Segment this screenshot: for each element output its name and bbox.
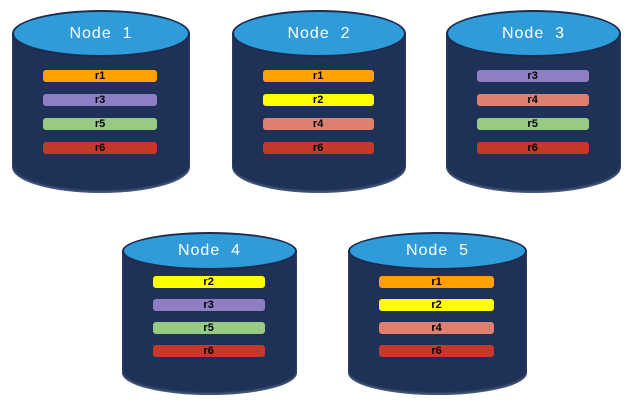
replica-bar: r1 — [378, 275, 495, 289]
node-1-cylinder-top: Node 1 — [12, 10, 190, 57]
node-1-replica-list: r1 r3 r5 r6 — [42, 69, 158, 155]
node-4-replica-list: r2 r3 r5 r6 — [151, 275, 266, 358]
node-1-cylinder-body — [12, 33, 190, 193]
node-5-replica-list: r1 r2 r4 r6 — [378, 275, 495, 358]
replica-bar: r1 — [42, 69, 158, 83]
replica-bar: r5 — [475, 117, 590, 131]
node-4-cylinder-top: Node 4 — [122, 232, 297, 270]
replica-bar: r2 — [151, 275, 266, 289]
node-3-title: Node 3 — [501, 24, 566, 42]
node-5-cylinder-top: Node 5 — [348, 232, 527, 270]
node-3-cylinder-top: Node 3 — [446, 10, 621, 57]
replica-bar: r5 — [151, 321, 266, 335]
node-5-title: Node 5 — [405, 242, 470, 259]
node-2-cylinder-body — [232, 33, 406, 193]
replica-bar: r6 — [42, 141, 158, 155]
replica-bar: r6 — [261, 141, 375, 155]
node-4-title: Node 4 — [177, 242, 242, 259]
node-5-cylinder: Node 5 r1 r2 r4 r6 — [348, 232, 527, 395]
replica-bar: r3 — [151, 298, 266, 312]
node-2-cylinder: Node 2 r1 r2 r4 r6 — [232, 10, 406, 193]
replica-bar: r4 — [475, 93, 590, 107]
replica-bar: r2 — [378, 298, 495, 312]
node-3-cylinder: Node 3 r3 r4 r5 r6 — [446, 10, 621, 193]
replica-bar: r4 — [261, 117, 375, 131]
replica-bar: r4 — [378, 321, 495, 335]
replica-bar: r3 — [475, 69, 590, 83]
node-2-title: Node 2 — [287, 24, 351, 42]
replica-bar: r5 — [42, 117, 158, 131]
replica-bar: r6 — [475, 141, 590, 155]
node-4-cylinder: Node 4 r2 r3 r5 r6 — [122, 232, 297, 395]
node-2-replica-list: r1 r2 r4 r6 — [261, 69, 375, 155]
node-2-cylinder-top: Node 2 — [232, 10, 406, 57]
node-1-title: Node 1 — [69, 24, 133, 42]
node-3-cylinder-body — [446, 33, 621, 193]
replica-bar: r1 — [261, 69, 375, 83]
replica-bar: r6 — [151, 344, 266, 358]
replica-bar: r3 — [42, 93, 158, 107]
replica-bar: r2 — [261, 93, 375, 107]
replica-bar: r6 — [378, 344, 495, 358]
node-3-replica-list: r3 r4 r5 r6 — [475, 69, 590, 155]
node-1-cylinder: Node 1 r1 r3 r5 r6 — [12, 10, 190, 193]
